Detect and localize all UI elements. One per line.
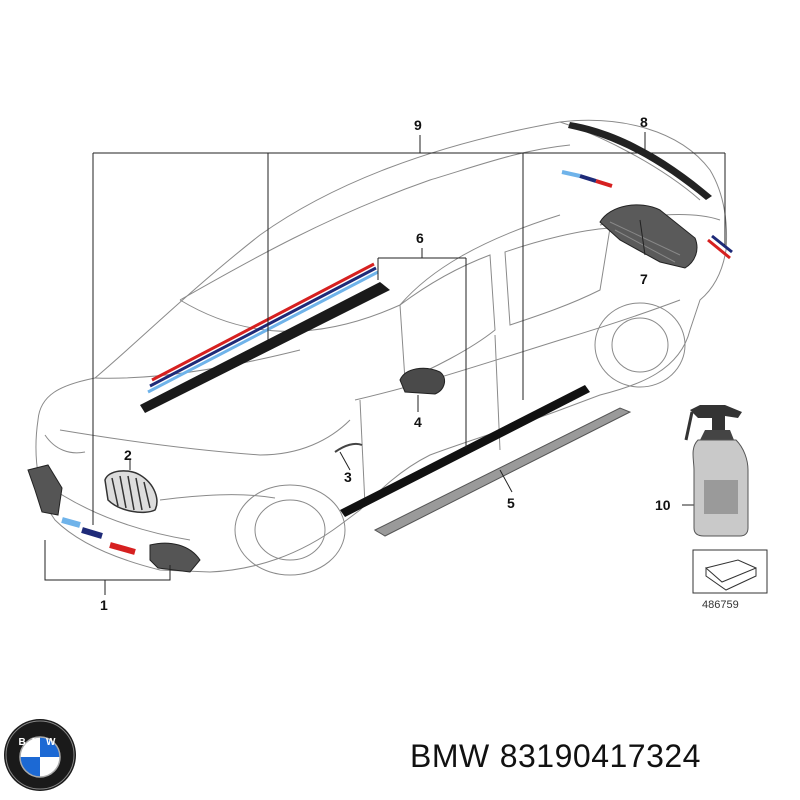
callout-3: 3 — [344, 469, 352, 485]
svg-text:BMW: BMW — [19, 737, 62, 748]
trunk-stripe — [561, 170, 613, 188]
front-splitter-left — [27, 464, 63, 516]
callout-10: 10 — [655, 497, 671, 513]
callout-1: 1 — [100, 597, 108, 613]
hood-stripe — [140, 262, 390, 413]
front-stripe — [61, 517, 136, 555]
reference-number: 486759 — [702, 599, 739, 611]
side-sill — [373, 407, 632, 537]
callout-5: 5 — [507, 495, 515, 511]
kidney-grille — [104, 470, 158, 513]
callout-7: 7 — [640, 271, 648, 287]
folder-arrow-icon — [692, 549, 768, 594]
part-number: 83190417324 — [499, 738, 701, 774]
bmw-roundel-logo: BMW — [4, 719, 76, 791]
callout-2: 2 — [124, 447, 132, 463]
rear-diffuser — [599, 204, 698, 269]
rear-spoiler — [568, 122, 712, 200]
callout-8: 8 — [640, 114, 648, 130]
callout-4: 4 — [414, 414, 422, 430]
callout-9: 9 — [414, 117, 422, 133]
side-sill-stripe — [340, 385, 590, 517]
front-splitter-right — [149, 542, 201, 573]
brand-name: BMW — [410, 738, 490, 774]
fender-badge — [334, 442, 363, 453]
mirror-cap — [399, 367, 446, 395]
leader-lines — [44, 132, 726, 595]
callout-6: 6 — [416, 230, 424, 246]
spray-bottle-icon — [684, 405, 749, 537]
